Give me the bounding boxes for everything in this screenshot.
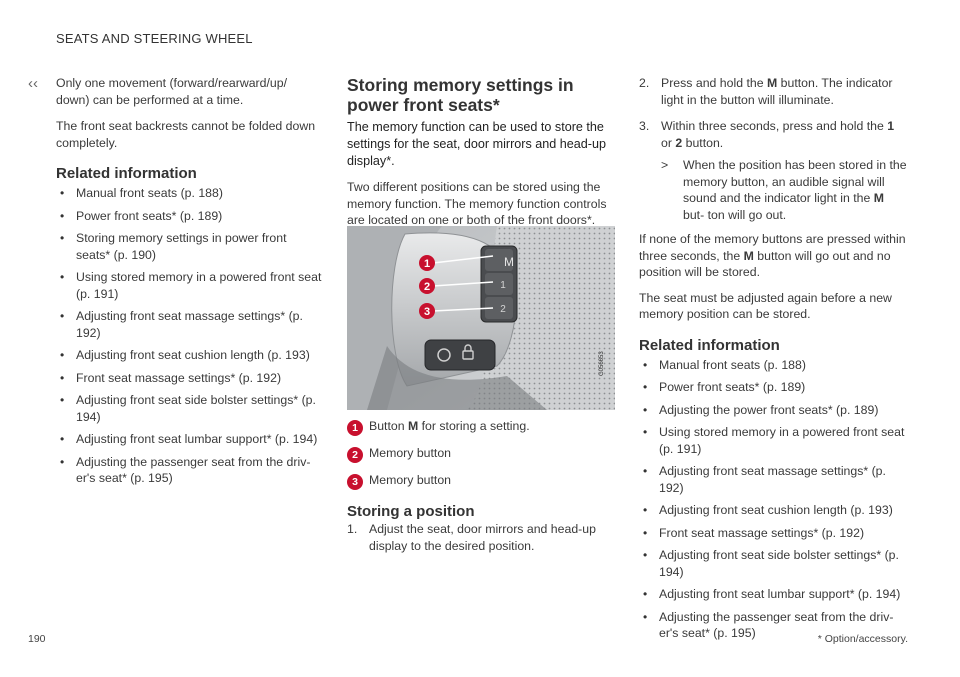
related-link[interactable]: Adjusting front seat cushion length (p. … bbox=[56, 347, 322, 364]
lock-icon bbox=[462, 350, 474, 360]
left-column: Only one movement (forward/rearward/up/ … bbox=[56, 75, 322, 493]
related-link[interactable]: Manual front seats (p. 188) bbox=[639, 357, 907, 374]
result-arrow-icon: > bbox=[661, 158, 669, 172]
door-panel-illustration: M 1 2 1 2 3 G056653 bbox=[347, 226, 615, 410]
section-lead: The memory function can be used to store… bbox=[347, 120, 607, 168]
memory-1-button[interactable] bbox=[485, 273, 513, 295]
middle-column: Storing memory settings in power front s… bbox=[347, 75, 615, 229]
door-controls-figure: M 1 2 1 2 3 G056653 bbox=[347, 226, 615, 410]
caption-3: 3 Memory button bbox=[347, 472, 615, 499]
step-3: 3.Within three seconds, press and hold t… bbox=[639, 119, 907, 222]
step-3-result: >When the position has been stored in th… bbox=[661, 158, 907, 222]
related-link[interactable]: Front seat massage settings* (p. 192) bbox=[639, 525, 907, 542]
movement-note: Only one movement (forward/rearward/up/ … bbox=[56, 76, 288, 107]
back-chevron-icon[interactable]: ‹‹ bbox=[28, 75, 38, 92]
callout-badge: 3 bbox=[347, 474, 363, 490]
related-list: Manual front seats (p. 188) Power front … bbox=[56, 185, 322, 487]
callout-badge: 1 bbox=[347, 420, 363, 436]
unlock-icon bbox=[437, 348, 451, 362]
related-link[interactable]: Storing memory settings in power front s… bbox=[56, 230, 322, 263]
caption-1: 1 Button M for storing a setting. bbox=[347, 418, 615, 445]
related-link[interactable]: Adjusting the power front seats* (p. 189… bbox=[639, 402, 907, 419]
related-link[interactable]: Adjusting front seat lumbar support* (p.… bbox=[639, 586, 907, 603]
step-1: 1.Adjust the seat, door mirrors and head… bbox=[347, 522, 596, 553]
svg-text:3: 3 bbox=[424, 306, 430, 318]
storing-heading: Storing a position bbox=[347, 503, 475, 520]
two-button-label: 2 bbox=[500, 304, 506, 315]
related-link[interactable]: Adjusting front seat side bolster settin… bbox=[56, 392, 322, 425]
page-number: 190 bbox=[28, 633, 46, 645]
callout-1 bbox=[419, 255, 435, 271]
page-header: SEATS AND STEERING WHEEL bbox=[56, 31, 253, 46]
svg-text:2: 2 bbox=[424, 281, 430, 293]
related-link[interactable]: Adjusting the passenger seat from the dr… bbox=[56, 454, 322, 487]
related-link[interactable]: Using stored memory in a powered front s… bbox=[639, 424, 907, 457]
related-link[interactable]: Adjusting front seat massage settings* (… bbox=[56, 308, 322, 341]
memory-m-button[interactable] bbox=[485, 249, 513, 271]
callout-2 bbox=[419, 278, 435, 294]
related-link[interactable]: Power front seats* (p. 189) bbox=[639, 379, 907, 396]
related-link[interactable]: Adjusting front seat side bolster settin… bbox=[639, 547, 907, 580]
footnote: * Option/accessory. bbox=[817, 633, 908, 645]
related-heading: Related information bbox=[56, 165, 197, 182]
right-column: 2.Press and hold the M button. The indic… bbox=[639, 75, 907, 648]
one-button-label: 1 bbox=[500, 280, 506, 291]
related-link[interactable]: Using stored memory in a powered front s… bbox=[56, 269, 322, 302]
figure-code: G056653 bbox=[599, 351, 605, 376]
storing-steps-cont: 2.Press and hold the M button. The indic… bbox=[639, 75, 907, 223]
related-heading: Related information bbox=[639, 336, 780, 354]
related-link[interactable]: Adjusting the passenger seat from the dr… bbox=[639, 609, 907, 642]
callout-3 bbox=[419, 303, 435, 319]
step-2: 2.Press and hold the M button. The indic… bbox=[639, 76, 893, 107]
related-link[interactable]: Power front seats* (p. 189) bbox=[56, 208, 322, 225]
intro-text: Two different positions can be stored us… bbox=[347, 180, 607, 227]
svg-text:1: 1 bbox=[424, 258, 430, 270]
callout-badge: 2 bbox=[347, 447, 363, 463]
related-link[interactable]: Front seat massage settings* (p. 192) bbox=[56, 370, 322, 387]
related-list: Manual front seats (p. 188) Power front … bbox=[639, 357, 907, 642]
storing-steps: 1.Adjust the seat, door mirrors and head… bbox=[347, 521, 615, 554]
m-button-label: M bbox=[504, 255, 514, 269]
caption-2: 2 Memory button bbox=[347, 445, 615, 472]
related-link[interactable]: Adjusting front seat lumbar support* (p.… bbox=[56, 431, 322, 448]
backrest-note: The front seat backrests cannot be folde… bbox=[56, 119, 316, 150]
readjust-note: The seat must be adjusted again before a… bbox=[639, 290, 892, 322]
memory-2-button[interactable] bbox=[485, 297, 513, 319]
figure-captions: 1 Button M for storing a setting. 2 Memo… bbox=[347, 418, 615, 560]
related-link[interactable]: Adjusting front seat massage settings* (… bbox=[639, 463, 907, 496]
timeout-note: If none of the memory buttons are presse… bbox=[639, 232, 906, 279]
section-title: Storing memory settings in power front s… bbox=[347, 75, 574, 115]
lock-switch[interactable] bbox=[424, 339, 496, 371]
related-link[interactable]: Adjusting front seat cushion length (p. … bbox=[639, 502, 907, 519]
related-link[interactable]: Manual front seats (p. 188) bbox=[56, 185, 322, 202]
